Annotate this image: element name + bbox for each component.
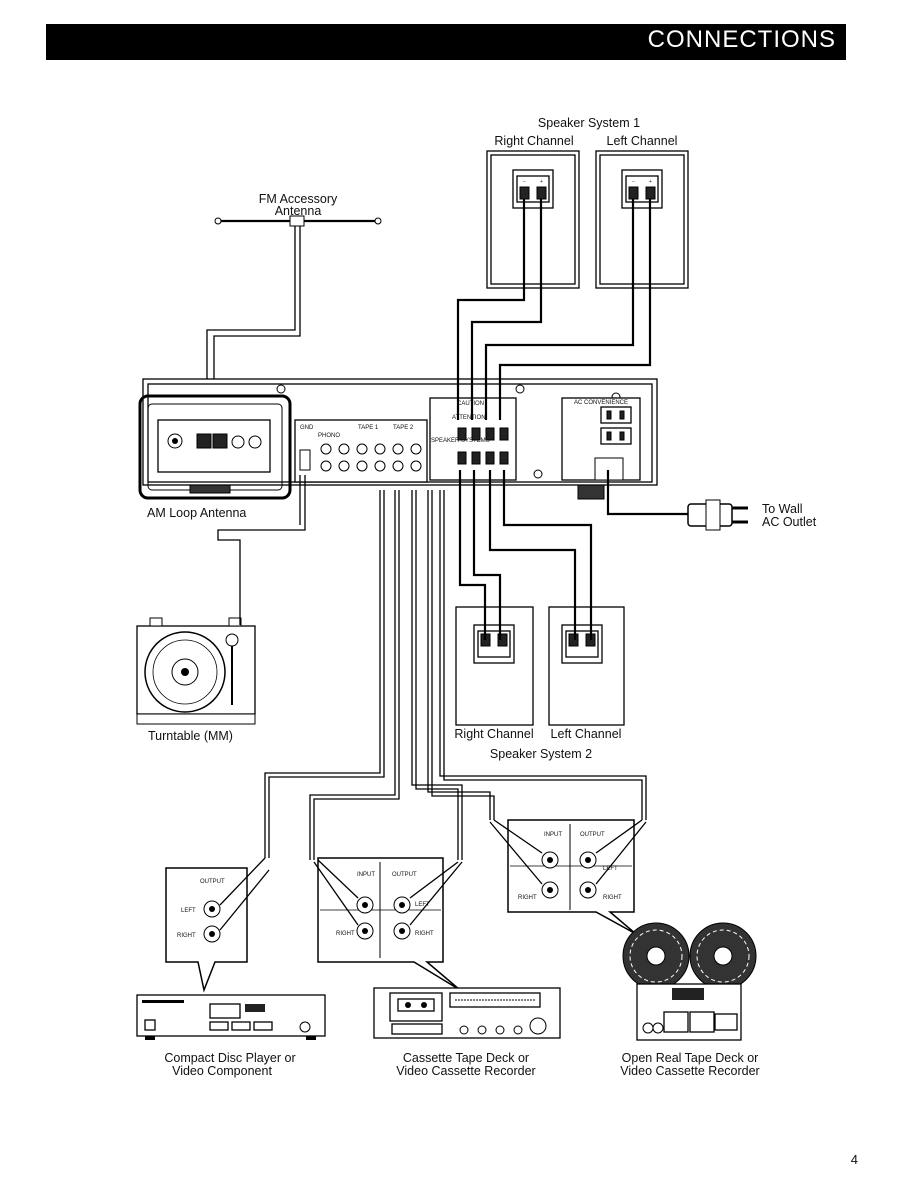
reel-deck-label-2: Video Cassette Recorder [620, 1064, 759, 1078]
svg-text:+: + [649, 179, 652, 185]
svg-text:LEFT: LEFT [415, 902, 430, 908]
cd-player-label-2: Video Component [172, 1064, 272, 1078]
page-title: CONNECTIONS [647, 26, 836, 53]
cd-player [136, 994, 326, 1040]
svg-text:ATTENTION: ATTENTION [452, 415, 486, 421]
svg-text:CAUTION: CAUTION [457, 401, 484, 407]
cd-player-label-1: Compact Disc Player or [164, 1051, 295, 1065]
page-number: 4 [850, 1152, 858, 1167]
svg-text:AC CONVENIENCE: AC CONVENIENCE [574, 400, 628, 406]
cd-output-callout: OUTPUT LEFT RIGHT [165, 857, 270, 993]
wall-outlet-label-1: To Wall [762, 502, 803, 516]
cassette-label-1: Cassette Tape Deck or [403, 1051, 529, 1065]
svg-text:INPUT: INPUT [544, 832, 562, 838]
svg-text:PHONO: PHONO [318, 433, 340, 439]
svg-text:+: + [540, 179, 543, 185]
svg-text:RIGHT: RIGHT [177, 933, 196, 939]
turntable-label: Turntable (MM) [148, 729, 233, 743]
reel-tape-deck [622, 922, 757, 1041]
svg-text:GND: GND [300, 425, 314, 431]
reel-io-callout: INPUT OUTPUT RIGHT LEFT RIGHT [489, 819, 647, 935]
svg-text:TAPE 1: TAPE 1 [358, 425, 379, 431]
svg-text:TAPE 2: TAPE 2 [393, 425, 414, 431]
am-loop-antenna-label: AM Loop Antenna [147, 506, 246, 520]
cassette-label-2: Video Cassette Recorder [396, 1064, 535, 1078]
header-bar: CONNECTIONS [46, 24, 846, 60]
svg-text:OUTPUT: OUTPUT [580, 832, 605, 838]
sp2-left-channel-label: Left Channel [551, 727, 622, 741]
sp2-right-channel-label: Right Channel [454, 727, 533, 741]
receiver-rear-panel: GND PHONO TAPE 1 TAPE 2 CAUTION ATTENTIO… [138, 378, 658, 500]
svg-text:−: − [632, 179, 635, 185]
speaker-2-left [548, 606, 625, 726]
cassette-io-callout: INPUT OUTPUT RIGHT LEFT RIGHT [313, 857, 463, 991]
svg-text:LEFT: LEFT [181, 908, 196, 914]
speaker-system-2-label: Speaker System 2 [490, 747, 592, 761]
svg-text:RIGHT: RIGHT [518, 895, 537, 901]
svg-text:−: − [523, 179, 526, 185]
sp1-left-channel-label: Left Channel [607, 134, 678, 148]
sp1-right-channel-label: Right Channel [494, 134, 573, 148]
svg-text:RIGHT: RIGHT [603, 895, 622, 901]
wall-outlet-label-2: AC Outlet [762, 515, 817, 529]
ac-plug [687, 499, 748, 531]
svg-text:LEFT: LEFT [603, 866, 618, 872]
svg-text:RIGHT: RIGHT [336, 931, 355, 937]
fm-antenna-label-2: Antenna [275, 204, 322, 218]
speaker-2-right [455, 606, 534, 726]
reel-deck-label-1: Open Real Tape Deck or [622, 1051, 759, 1065]
svg-text:OUTPUT: OUTPUT [392, 872, 417, 878]
cassette-deck [373, 987, 561, 1039]
svg-text:RIGHT: RIGHT [415, 931, 434, 937]
fm-antenna-label-1: FM Accessory [259, 192, 338, 206]
speaker-1-right: −+ [486, 150, 580, 289]
speaker-system-1-label: Speaker System 1 [538, 116, 640, 130]
speaker-1-left: −+ [595, 150, 689, 289]
svg-text:SPEAKER SYSTEMS: SPEAKER SYSTEMS [431, 438, 490, 444]
svg-text:INPUT: INPUT [357, 872, 375, 878]
svg-text:OUTPUT: OUTPUT [200, 879, 225, 885]
turntable [136, 617, 256, 725]
